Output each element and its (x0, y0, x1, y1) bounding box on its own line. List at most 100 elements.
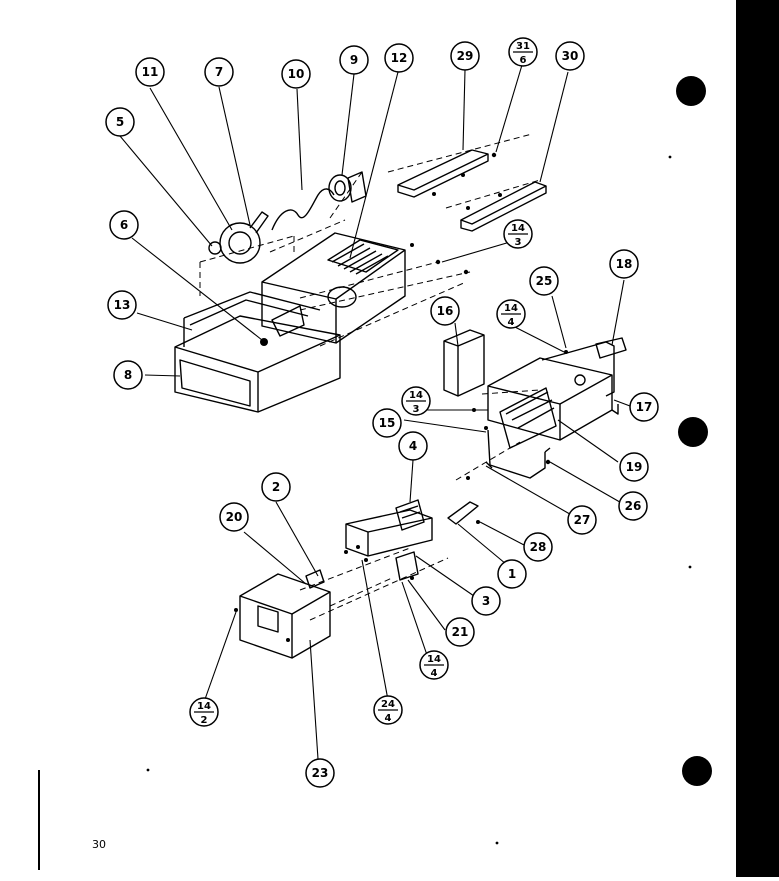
callout-label: 20 (226, 510, 243, 524)
callout-16: 16 (430, 296, 460, 326)
callout-label: 5 (116, 115, 124, 129)
callout-11: 11 (135, 57, 165, 87)
callout-2: 2 (261, 472, 291, 502)
binding-edge-bar (736, 0, 779, 877)
callout-27: 27 (567, 505, 597, 535)
shutoff-arm (485, 429, 551, 479)
callout-circle (555, 41, 585, 71)
callout-label: 27 (574, 513, 591, 527)
fraction-callout-14-4: 144 (496, 299, 526, 329)
fraction-callout-31-6: 316 (508, 37, 538, 67)
callout-29: 29 (450, 41, 480, 71)
callout-label: 18 (616, 257, 633, 271)
punch-hole-top (676, 76, 706, 106)
fraction-callout-14-3: 143 (503, 219, 533, 249)
callout-circle (219, 502, 249, 532)
callout-label: 17 (636, 400, 653, 414)
switch-bracket (345, 499, 479, 581)
callout-circle (384, 43, 414, 73)
punch-hole-middle (678, 417, 708, 447)
callout-9: 9 (339, 45, 369, 75)
callout-circle (619, 452, 649, 482)
callout-circle (204, 57, 234, 87)
motor-housing (208, 211, 269, 264)
margin-rule (38, 770, 40, 870)
callout-circle (618, 491, 648, 521)
fraction-callout-24-4: 244 (373, 695, 403, 725)
callout-circle (445, 617, 475, 647)
callout-label: 26 (625, 499, 642, 513)
fraction-top: 14 (197, 701, 211, 712)
callout-28: 28 (523, 532, 553, 562)
fraction-top: 24 (381, 699, 395, 710)
fraction-top: 31 (516, 41, 530, 52)
callout-circle (430, 296, 460, 326)
callout-label: 8 (124, 368, 132, 382)
fraction-callout-14-2: 142 (189, 697, 219, 727)
callout-label: 15 (379, 416, 396, 430)
callout-label: 2 (272, 480, 280, 494)
fraction-bottom: 3 (413, 404, 420, 415)
callout-17: 17 (629, 392, 659, 422)
fraction-callout-14-3: 143 (401, 386, 431, 416)
callout-circle (629, 392, 659, 422)
callout-circle (609, 249, 639, 279)
callout-circle (135, 57, 165, 87)
fraction-top: 14 (504, 303, 518, 314)
callout-21: 21 (445, 617, 475, 647)
callout-circle (113, 360, 143, 390)
ice-mold-housing (261, 232, 406, 344)
callout-label: 6 (120, 218, 128, 232)
ice-bin (174, 291, 341, 413)
callout-circle (261, 472, 291, 502)
callout-15: 15 (372, 408, 402, 438)
callout-19: 19 (619, 452, 649, 482)
callout-18: 18 (609, 249, 639, 279)
callout-3: 3 (471, 586, 501, 616)
control-cover (239, 569, 331, 659)
fraction-top: 14 (511, 223, 525, 234)
callout-13: 13 (107, 290, 137, 320)
callout-circle (107, 290, 137, 320)
callout-label: 10 (288, 67, 305, 81)
callout-label: 25 (536, 274, 553, 288)
icemaker-assembly (443, 329, 627, 449)
fraction-bottom: 4 (431, 668, 438, 679)
callout-label: 28 (530, 540, 547, 554)
fraction-bottom: 6 (520, 55, 527, 66)
callout-5: 5 (105, 107, 135, 137)
callout-label: 19 (626, 460, 643, 474)
callout-label: 21 (452, 625, 469, 639)
callout-6: 6 (109, 210, 139, 240)
callout-label: 11 (142, 65, 159, 79)
callout-circle (281, 59, 311, 89)
callout-23: 23 (305, 758, 335, 788)
fraction-top: 14 (409, 390, 423, 401)
callout-label: 29 (457, 49, 474, 63)
callout-label: 16 (437, 304, 454, 318)
fraction-callout-14-4: 144 (419, 650, 449, 680)
callout-8: 8 (113, 360, 143, 390)
leader-lines (119, 64, 631, 760)
callout-circle (398, 431, 428, 461)
page-number: 30 (92, 838, 106, 851)
callout-1: 1 (497, 559, 527, 589)
callout-30: 30 (555, 41, 585, 71)
fraction-top: 14 (427, 654, 441, 665)
callout-circle (105, 107, 135, 137)
callout-label: 1 (508, 567, 516, 581)
fraction-bottom: 3 (515, 237, 522, 248)
callout-20: 20 (219, 502, 249, 532)
callout-25: 25 (529, 266, 559, 296)
callout-circle (497, 559, 527, 589)
callout-circle (109, 210, 139, 240)
callout-label: 23 (312, 766, 329, 780)
callout-10: 10 (281, 59, 311, 89)
callout-circle (523, 532, 553, 562)
callout-label: 9 (350, 53, 358, 67)
fastener-dots (146, 152, 692, 845)
callout-4: 4 (398, 431, 428, 461)
callout-circle (471, 586, 501, 616)
callout-circle (339, 45, 369, 75)
